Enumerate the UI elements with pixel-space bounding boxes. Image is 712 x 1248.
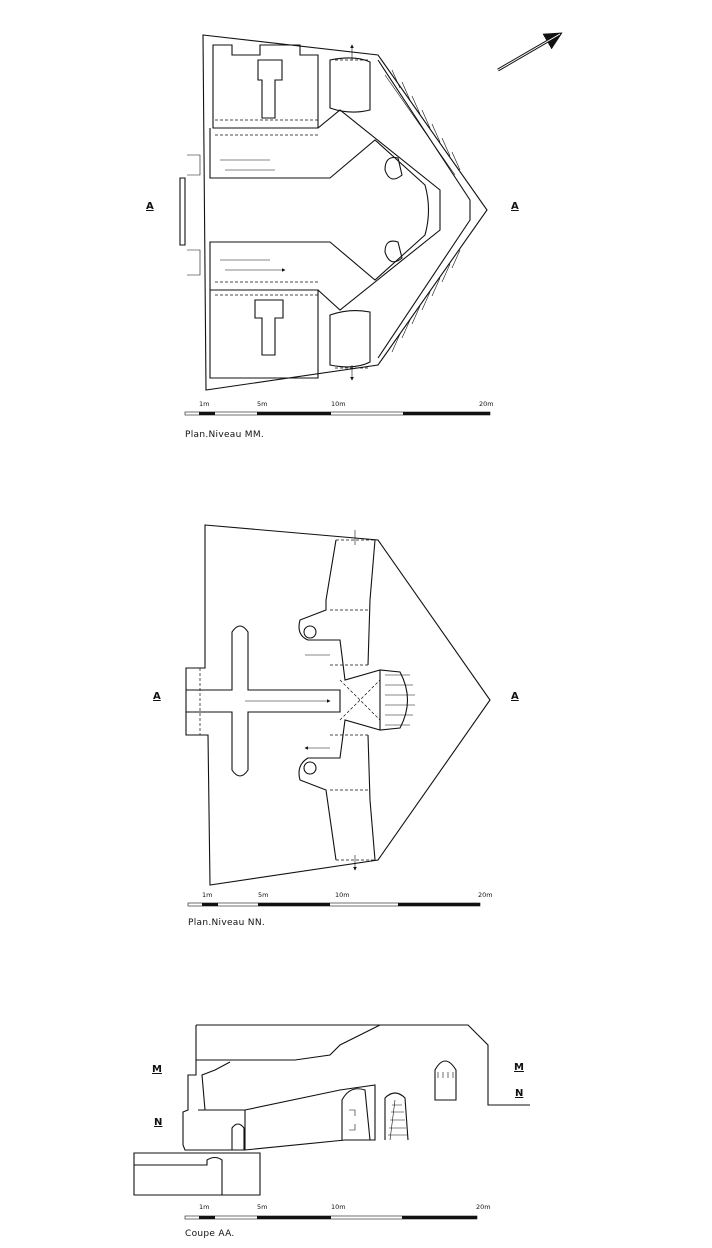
scale-tick-label: 20m [478, 891, 493, 899]
level-marker-m-right: M [514, 1062, 524, 1073]
scale-tick-label: 5m [257, 1203, 268, 1211]
level-marker-n-right: N [515, 1088, 524, 1099]
scale-tick-label: 1m [199, 400, 210, 408]
plan-nn-drawing [185, 524, 491, 886]
scale-tick-label: 10m [331, 1203, 346, 1211]
scale-tick-label: 1m [202, 891, 213, 899]
north-arrow-icon [497, 32, 563, 72]
scale-tick-label: 10m [331, 400, 346, 408]
section-aa-drawing [133, 1024, 530, 1196]
scale-tick-label: 20m [476, 1203, 491, 1211]
section-marker-a-right: A [511, 691, 519, 702]
plan-mm-title: Plan.Niveau MM. [185, 430, 265, 440]
scale-tick-label: 1m [199, 1203, 210, 1211]
plan-mm-drawing [179, 34, 488, 391]
scale-tick-label: 20m [479, 400, 494, 408]
level-marker-m-left: M [152, 1064, 162, 1075]
section-aa-scale-bar [184, 1215, 478, 1220]
section-aa-title: Coupe AA. [185, 1229, 235, 1239]
plan-nn-scale-bar [187, 902, 481, 907]
level-marker-n-left: N [154, 1117, 163, 1128]
scale-tick-label: 5m [258, 891, 269, 899]
section-marker-a-left: A [153, 691, 161, 702]
section-marker-a-right: A [511, 201, 519, 212]
scale-tick-label: 10m [335, 891, 350, 899]
plan-nn-title: Plan.Niveau NN. [188, 918, 266, 928]
plan-mm-scale-bar [184, 411, 491, 416]
section-marker-a-left: A [146, 201, 154, 212]
scale-tick-label: 5m [257, 400, 268, 408]
